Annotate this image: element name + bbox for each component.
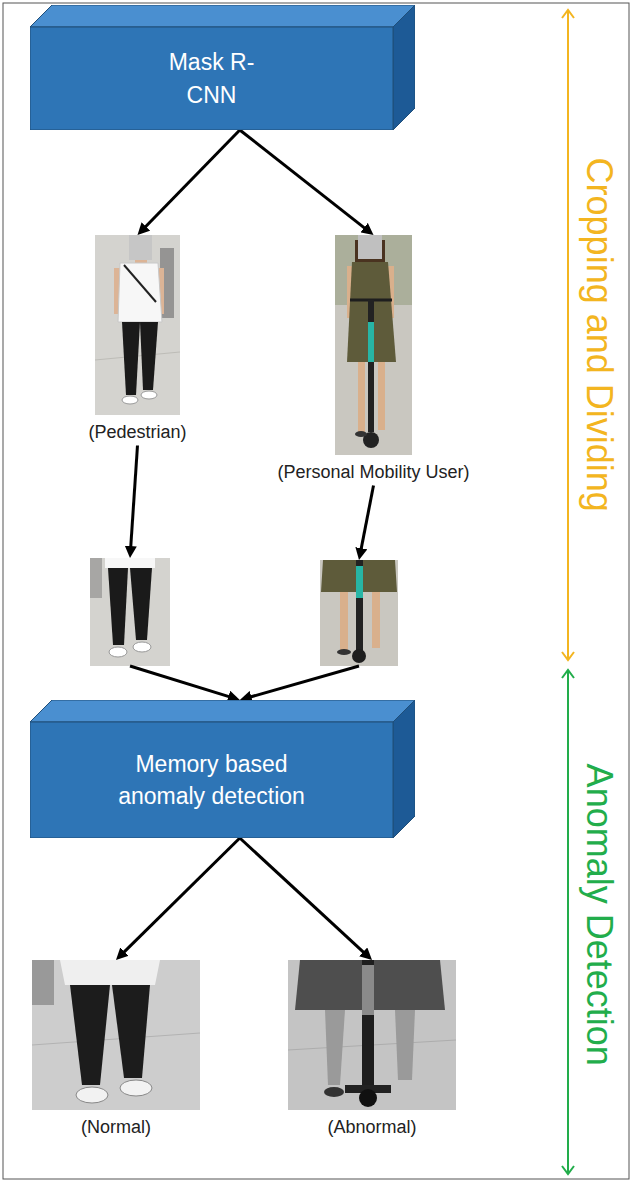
mobility-user-crop-part [352, 649, 366, 663]
stage-bracket-arrow-part [562, 10, 574, 18]
stage-bracket-arrow-part [562, 670, 574, 678]
pedestrian-photo-part [122, 322, 140, 395]
stage-bracket-arrow-part [567, 10, 569, 660]
pedestrian-photo-part [118, 263, 162, 322]
mobility-user-crop-part [337, 649, 351, 655]
normal-result-photo-part [32, 1033, 200, 1045]
mobility-user-photo-part [358, 362, 365, 432]
image-panel [90, 558, 170, 666]
flow-arrow [143, 130, 240, 229]
image-caption: (Normal) [81, 1116, 151, 1139]
normal-result-photo [32, 960, 200, 1110]
pedestrian-photo [95, 235, 180, 415]
mobility-user-crop-part [356, 560, 363, 656]
image-caption: (Personal Mobility User) [277, 461, 469, 484]
stage-bracket-arrow-part [567, 670, 569, 1174]
image-panel: (Abnormal) [288, 960, 456, 1141]
pedestrian-crop [90, 558, 170, 666]
process-box: Memory based anomaly detection [30, 700, 415, 838]
flow-arrow [240, 838, 366, 955]
mobility-user-photo-part [358, 235, 382, 259]
image-caption: (Pedestrian) [88, 421, 186, 444]
pedestrian-crop-part [133, 642, 151, 652]
mobility-user-crop-part [372, 592, 380, 648]
abnormal-result-photo-part [395, 1010, 415, 1080]
abnormal-result-photo-part [359, 1089, 377, 1107]
mobility-user-crop-part [340, 592, 348, 650]
stage-bracket-arrow-part [562, 652, 574, 660]
pedestrian-photo-part [124, 265, 156, 302]
normal-result-photo-part [32, 960, 54, 1005]
abnormal-result-photo-part [362, 960, 374, 1088]
stage-bracket-arrow-part [562, 1166, 574, 1174]
mobility-user-photo-part [335, 235, 412, 455]
normal-result-photo-part [32, 960, 200, 1110]
box-text-area: Memory based anomaly detection [30, 722, 393, 838]
pedestrian-photo-part [122, 396, 138, 404]
figure-border [3, 3, 629, 1179]
flow-arrow [240, 130, 367, 230]
process-box: Mask R-CNN [30, 5, 415, 130]
mobility-user-photo-part [355, 431, 367, 437]
mobility-user-crop-part [320, 560, 398, 666]
image-panel: (Normal) [32, 960, 200, 1141]
stage-label: Anomaly Detection [578, 764, 619, 1066]
pedestrian-crop-part [109, 647, 127, 657]
mobility-user-photo-part [378, 362, 385, 430]
mobility-user-photo-part [368, 300, 374, 432]
image-panel: (Pedestrian) [95, 235, 180, 446]
pedestrian-photo-part [129, 235, 152, 260]
image-caption: (Abnormal) [327, 1116, 416, 1139]
box-text-area: Mask R-CNN [30, 27, 393, 130]
normal-result-photo-part [60, 960, 160, 985]
pedestrian-photo-part [140, 322, 158, 390]
box-face [30, 722, 393, 838]
mobility-user-photo [335, 235, 412, 455]
pedestrian-crop-part [90, 558, 102, 598]
mobility-user-photo-part [368, 322, 374, 362]
normal-result-photo-part [112, 985, 150, 1078]
stage-bracket-arrow [562, 670, 574, 1174]
image-panel [320, 560, 398, 666]
abnormal-result-photo-part [288, 960, 456, 1110]
image-panel: (Personal Mobility User) [335, 235, 412, 486]
pedestrian-crop-part [105, 558, 155, 568]
pedestrian-crop-part [130, 568, 152, 640]
stage-bracket-arrow [562, 10, 574, 660]
flow-arrow [361, 486, 374, 553]
flow-arrow [248, 666, 359, 698]
flow-arrow [122, 838, 240, 954]
normal-result-photo-part [120, 1080, 152, 1096]
box-face [30, 27, 393, 130]
normal-result-photo-part [70, 985, 110, 1085]
stage-label: Cropping and Dividing [578, 158, 619, 512]
abnormal-result-photo-part [362, 965, 374, 1015]
box-label: Memory based anomaly detection [104, 748, 319, 812]
abnormal-result-photo-part [325, 1010, 345, 1085]
abnormal-result-photo-part [324, 1087, 344, 1097]
mobility-user-crop [320, 560, 398, 666]
flow-arrow [130, 666, 232, 698]
box-face [30, 700, 415, 722]
abnormal-result-photo [288, 960, 456, 1110]
box-face [393, 700, 415, 838]
pedestrian-photo-part [95, 235, 180, 415]
box-face [30, 5, 415, 27]
pedestrian-crop-part [108, 568, 128, 645]
box-label: Mask R-CNN [162, 46, 262, 110]
pedestrian-crop-part [90, 558, 170, 666]
pedestrian-photo-part [141, 391, 157, 399]
flow-arrow [131, 446, 138, 551]
normal-result-photo-part [76, 1087, 108, 1103]
mobility-user-crop-part [356, 566, 363, 598]
